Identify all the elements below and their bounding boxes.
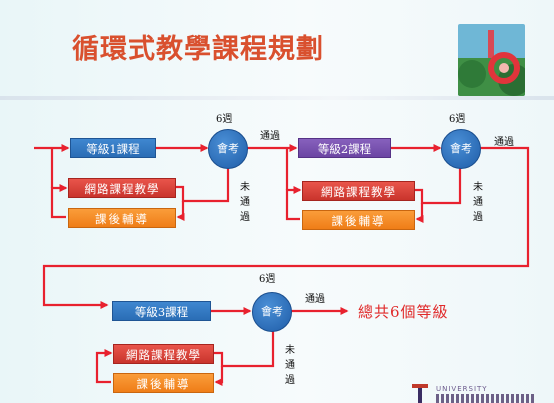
course-box-level-2[interactable]: 等級2課程 — [298, 138, 391, 158]
logo-text: UNIVERSITY — [436, 385, 488, 393]
exam-circle-3[interactable]: 會考 — [252, 292, 292, 332]
university-logo: UNIVERSITY — [412, 380, 542, 403]
tutoring-box-2[interactable]: 課後輔導 — [302, 210, 415, 230]
university-logo-icon — [412, 384, 428, 403]
fail-label-3: 未通過 — [285, 345, 295, 386]
logo-chinese-name — [436, 394, 536, 403]
total-levels-label: 總共6個等級 — [358, 303, 449, 321]
header-divider — [0, 96, 554, 100]
weeks-label-2: 6週 — [449, 114, 466, 125]
slide-title: 循環式教學課程規劃 — [72, 34, 324, 65]
online-course-box-1[interactable]: 網路課程教學 — [68, 178, 176, 198]
exam-circle-2[interactable]: 會考 — [441, 129, 481, 169]
pass-label-3: 通過 — [305, 294, 325, 305]
online-course-box-3[interactable]: 網路課程教學 — [113, 344, 214, 364]
course-box-level-1[interactable]: 等級1課程 — [70, 138, 156, 158]
exam-circle-1[interactable]: 會考 — [208, 129, 248, 169]
online-course-box-2[interactable]: 網路課程教學 — [302, 181, 415, 201]
weeks-label-3: 6週 — [259, 274, 276, 285]
fail-label-1: 未通過 — [240, 182, 250, 223]
weeks-label-1: 6週 — [216, 114, 233, 125]
tutoring-box-1[interactable]: 課後輔導 — [68, 208, 176, 228]
tutoring-box-3[interactable]: 課後輔導 — [113, 373, 214, 393]
fail-label-2: 未通過 — [473, 182, 483, 223]
pass-label-2: 通過 — [494, 137, 514, 148]
course-box-level-3[interactable]: 等級3課程 — [112, 301, 211, 321]
pass-label-1: 通過 — [260, 131, 280, 142]
decorative-photo — [458, 24, 525, 96]
